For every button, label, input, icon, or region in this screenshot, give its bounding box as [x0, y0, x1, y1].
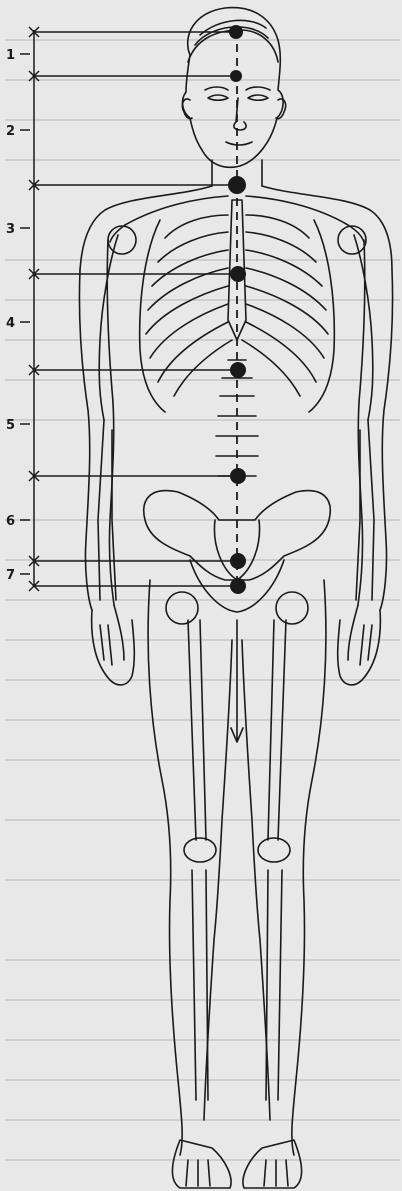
centre-dot-root — [230, 578, 246, 594]
eye-left — [208, 95, 228, 100]
ribs-right — [242, 215, 328, 396]
segment-scale — [20, 27, 232, 591]
segment-label-3: 3 — [6, 222, 15, 237]
femur-left — [188, 620, 206, 840]
segment-label-2: 2 — [6, 124, 15, 139]
mouth — [226, 142, 252, 145]
centre-dot-navel — [230, 468, 246, 484]
segment-label-5: 5 — [6, 418, 15, 433]
centre-dot-chest — [230, 266, 246, 282]
centre-dot-lower — [230, 553, 246, 569]
centre-dot-solar — [230, 362, 246, 378]
segment-labels: 1 2 3 4 5 6 7 — [6, 48, 15, 583]
nose — [234, 98, 246, 130]
shoulder-joint-left — [108, 226, 136, 254]
segment-label-7: 7 — [6, 568, 15, 583]
shoulder-joint-right — [338, 226, 366, 254]
hip-joint-right — [276, 592, 308, 624]
segment-label-6: 6 — [6, 514, 15, 529]
leg-outline-left — [148, 580, 182, 1155]
kneecap-right — [258, 838, 290, 862]
segment-label-1: 1 — [6, 48, 15, 63]
arm-right — [358, 240, 393, 610]
hand-left — [92, 605, 135, 685]
eyebrow-right — [246, 87, 270, 90]
leg-outline-right — [292, 580, 326, 1155]
eye-right — [248, 95, 268, 100]
ribs-left — [146, 215, 232, 396]
centre-dot-crown — [229, 25, 243, 39]
ear-right — [276, 99, 286, 119]
segment-label-4: 4 — [6, 316, 15, 331]
kneecap-left — [184, 838, 216, 862]
centre-dot-throat — [228, 176, 246, 194]
hip-joint-left — [166, 592, 198, 624]
femur-right — [268, 620, 286, 840]
hand-right — [338, 605, 381, 685]
arm-left — [79, 240, 114, 610]
eyebrow-left — [205, 87, 228, 90]
centre-dot-brow — [230, 70, 242, 82]
background-texture — [5, 40, 400, 1160]
